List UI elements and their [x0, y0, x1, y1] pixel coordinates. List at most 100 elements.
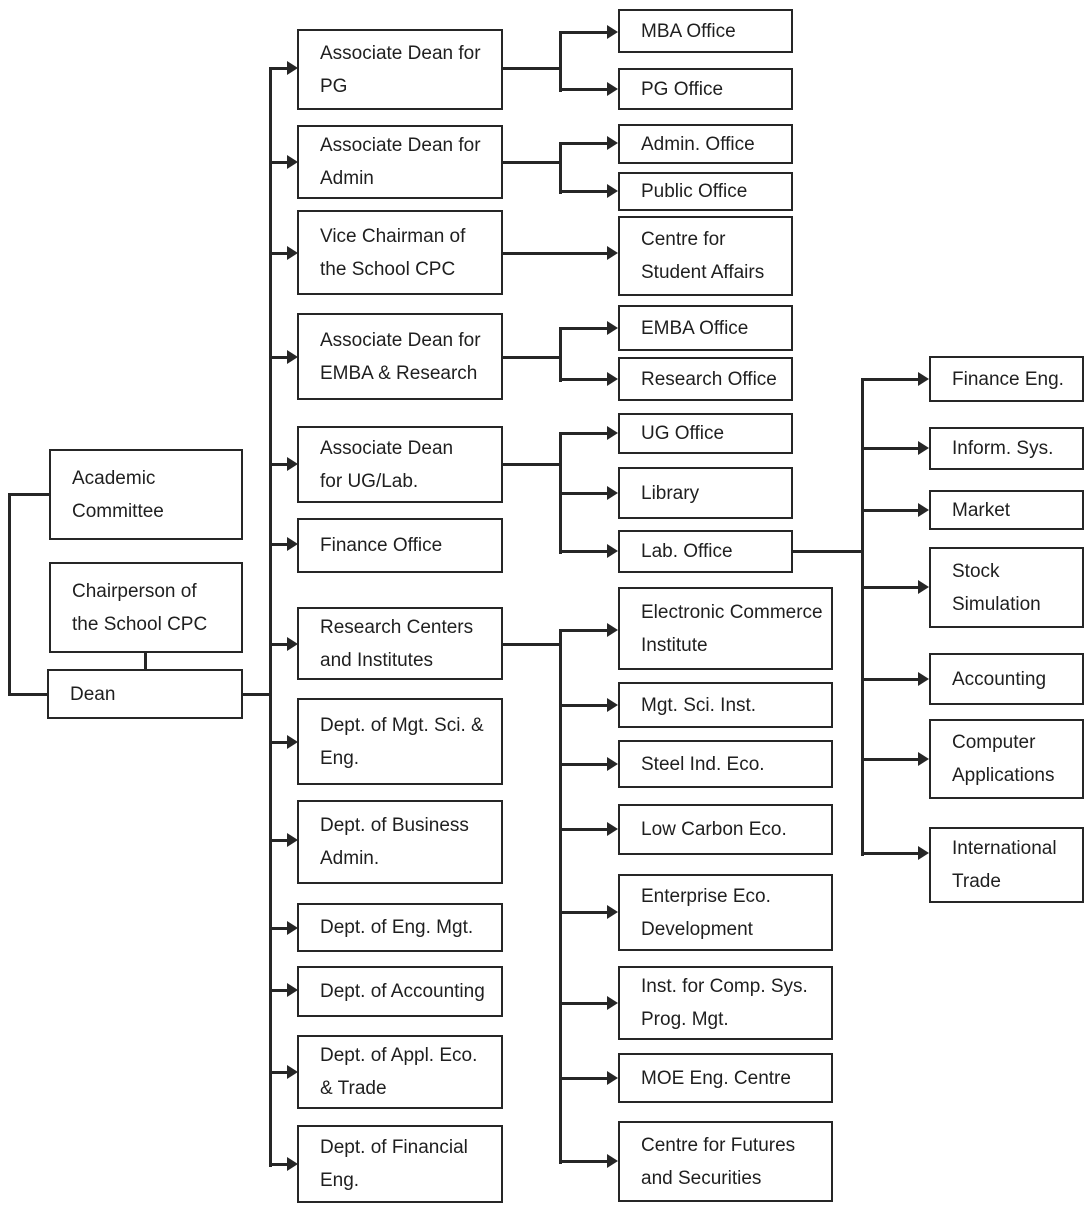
connector-line [503, 463, 561, 466]
connector-line [270, 67, 288, 70]
connector-line [862, 758, 918, 761]
node-dept-eng-mgt: Dept. of Eng. Mgt. [297, 903, 503, 952]
connector-line [861, 378, 864, 856]
connector-line [270, 356, 288, 359]
connector-line [560, 142, 607, 145]
node-enterprise-eco-development: Enterprise Eco. Development [618, 874, 833, 951]
connector-line [862, 586, 918, 589]
connector-line [270, 543, 288, 546]
connector-line [560, 31, 607, 34]
arrowhead-icon [287, 350, 298, 364]
arrowhead-icon [287, 833, 298, 847]
node-finance-office: Finance Office [297, 518, 503, 573]
connector-line [560, 1002, 607, 1005]
connector-line [793, 550, 863, 553]
arrowhead-icon [607, 426, 618, 440]
connector-line [8, 493, 11, 696]
node-inform-sys: Inform. Sys. [929, 427, 1084, 470]
arrowhead-icon [287, 637, 298, 651]
arrowhead-icon [287, 457, 298, 471]
connector-line [9, 693, 49, 696]
arrowhead-icon [287, 537, 298, 551]
arrowhead-icon [918, 752, 929, 766]
arrowhead-icon [918, 580, 929, 594]
node-accounting: Accounting [929, 653, 1084, 705]
connector-line [270, 839, 288, 842]
node-chairperson-cpc: Chairperson of the School CPC [49, 562, 243, 653]
arrowhead-icon [607, 372, 618, 386]
connector-line [560, 1077, 607, 1080]
connector-line [560, 378, 607, 381]
node-dept-mgt-sci-eng: Dept. of Mgt. Sci. & Eng. [297, 698, 503, 785]
arrowhead-icon [287, 61, 298, 75]
connector-line [270, 1163, 288, 1166]
connector-line [560, 492, 607, 495]
arrowhead-icon [918, 846, 929, 860]
connector-line [270, 927, 288, 930]
connector-line [503, 252, 607, 255]
node-mgt-sci-inst: Mgt. Sci. Inst. [618, 682, 833, 728]
node-dept-accounting: Dept. of Accounting [297, 966, 503, 1017]
node-steel-ind-eco: Steel Ind. Eco. [618, 740, 833, 788]
node-academic-committee: Academic Committee [49, 449, 243, 540]
connector-line [270, 161, 288, 164]
arrowhead-icon [607, 1154, 618, 1168]
arrowhead-icon [287, 983, 298, 997]
connector-line [270, 463, 288, 466]
connector-line [270, 741, 288, 744]
connector-line [270, 643, 288, 646]
node-electronic-commerce-institute: Electronic Commerce Institute [618, 587, 833, 670]
arrowhead-icon [607, 822, 618, 836]
arrowhead-icon [607, 544, 618, 558]
node-dept-financial-eng: Dept. of Financial Eng. [297, 1125, 503, 1203]
node-inst-comp-sys-prog-mgt: Inst. for Comp. Sys. Prog. Mgt. [618, 966, 833, 1040]
node-emba-office: EMBA Office [618, 305, 793, 351]
connector-line [243, 693, 272, 696]
arrowhead-icon [287, 735, 298, 749]
arrowhead-icon [918, 503, 929, 517]
connector-line [560, 629, 607, 632]
node-lab-office: Lab. Office [618, 530, 793, 573]
connector-line [9, 493, 51, 496]
arrowhead-icon [287, 921, 298, 935]
arrowhead-icon [607, 25, 618, 39]
arrowhead-icon [607, 321, 618, 335]
connector-line [503, 161, 561, 164]
arrowhead-icon [287, 1157, 298, 1171]
node-stock-simulation: Stock Simulation [929, 547, 1084, 628]
connector-line [862, 447, 918, 450]
arrowhead-icon [607, 905, 618, 919]
arrowhead-icon [918, 672, 929, 686]
node-research-centers: Research Centers and Institutes [297, 607, 503, 680]
arrowhead-icon [607, 698, 618, 712]
node-dept-appl-eco-trade: Dept. of Appl. Eco. & Trade [297, 1035, 503, 1109]
node-finance-eng: Finance Eng. [929, 356, 1084, 402]
connector-line [862, 509, 918, 512]
connector-line [560, 911, 607, 914]
arrowhead-icon [607, 82, 618, 96]
node-computer-applications: Computer Applications [929, 719, 1084, 799]
arrowhead-icon [918, 372, 929, 386]
node-dean: Dean [47, 669, 243, 719]
node-dept-business-admin: Dept. of Business Admin. [297, 800, 503, 884]
node-centre-futures-securities: Centre for Futures and Securities [618, 1121, 833, 1202]
node-centre-student-affairs: Centre for Student Affairs [618, 216, 793, 296]
node-low-carbon-eco: Low Carbon Eco. [618, 804, 833, 855]
arrowhead-icon [918, 441, 929, 455]
node-research-office: Research Office [618, 357, 793, 401]
arrowhead-icon [607, 136, 618, 150]
connector-line [560, 327, 607, 330]
node-mba-office: MBA Office [618, 9, 793, 53]
connector-line [560, 763, 607, 766]
connector-line [144, 653, 147, 670]
node-vice-chairman-cpc: Vice Chairman of the School CPC [297, 210, 503, 295]
connector-line [559, 142, 562, 194]
connector-trunk [269, 67, 272, 1167]
connector-line [862, 678, 918, 681]
node-market: Market [929, 490, 1084, 530]
connector-line [560, 190, 607, 193]
connector-line [270, 252, 288, 255]
connector-line [503, 67, 561, 70]
arrowhead-icon [287, 1065, 298, 1079]
